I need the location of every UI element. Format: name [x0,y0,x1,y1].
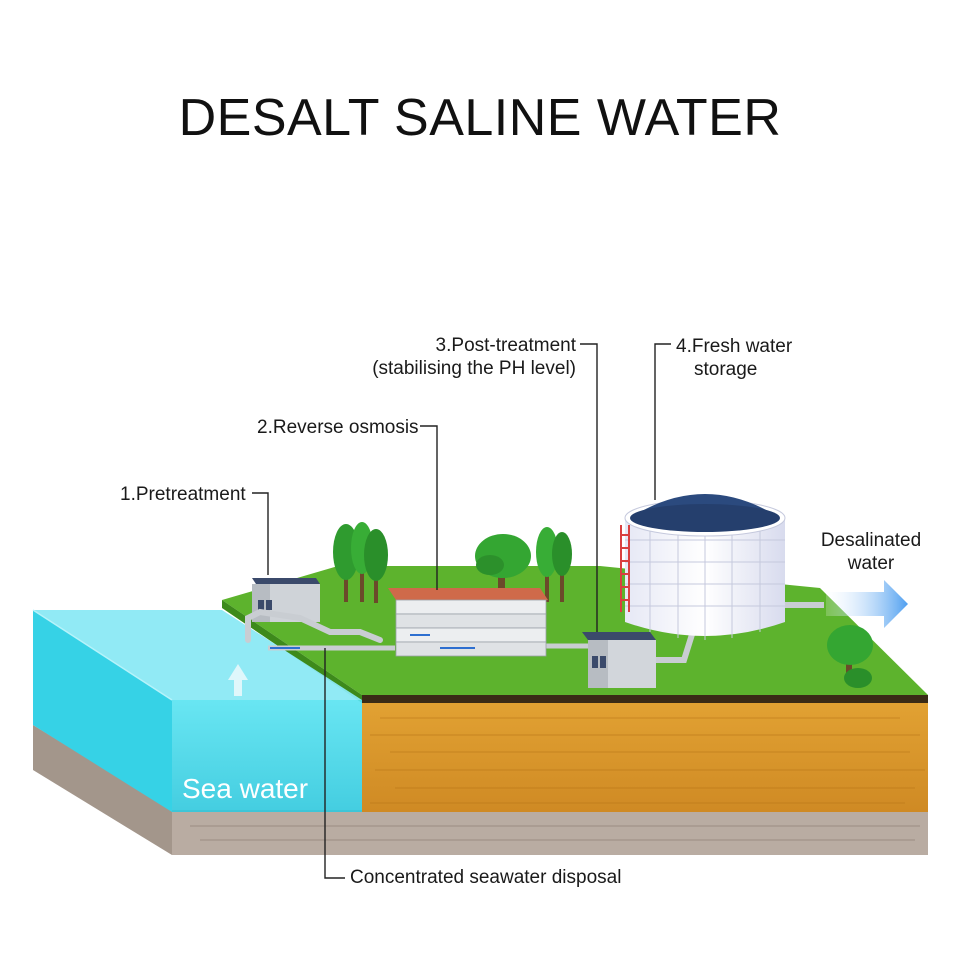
label-desalinated-line2: water [847,553,895,574]
leader-fresh-storage [654,343,671,500]
desalinated-arrow [826,580,908,628]
intake-arrow [228,664,248,696]
soil-front [362,700,928,812]
bedrock-left [33,725,172,855]
leader-pretreatment [252,492,269,575]
label-fresh-storage-line1: 4.Fresh water [676,336,793,357]
tree-cluster-left [333,522,388,603]
leader-reverse-osmosis [420,425,438,590]
tank-ladder [620,525,630,612]
label-pretreatment: 1.Pretreatment [120,484,246,505]
post-treatment-building [582,632,656,688]
leader-post-treatment [580,343,598,632]
sea-water [32,609,362,812]
label-sea-water: Sea water [182,773,309,804]
trees [333,522,873,688]
bedrock-front [172,810,928,855]
leader-lines [252,343,671,879]
reverse-osmosis-unit [388,588,548,657]
tree-round-middle [475,534,531,590]
label-reverse-osmosis: 2.Reverse osmosis [257,417,419,438]
label-disposal: Concentrated seawater disposal [350,867,622,888]
page-title: DESALT SALINE WATER [178,89,782,147]
label-post-treatment-line1: 3.Post-treatment [435,335,576,356]
leader-disposal [324,648,345,879]
tree-front-right [827,625,873,688]
label-desalinated-line1: Desalinated [820,530,922,551]
label-fresh-storage-line2: storage [694,359,758,380]
pipes [245,602,824,663]
tree-cluster-right [536,527,572,602]
label-post-treatment-line2: (stabilising the PH level) [372,358,576,379]
fresh-water-tank [620,494,786,640]
